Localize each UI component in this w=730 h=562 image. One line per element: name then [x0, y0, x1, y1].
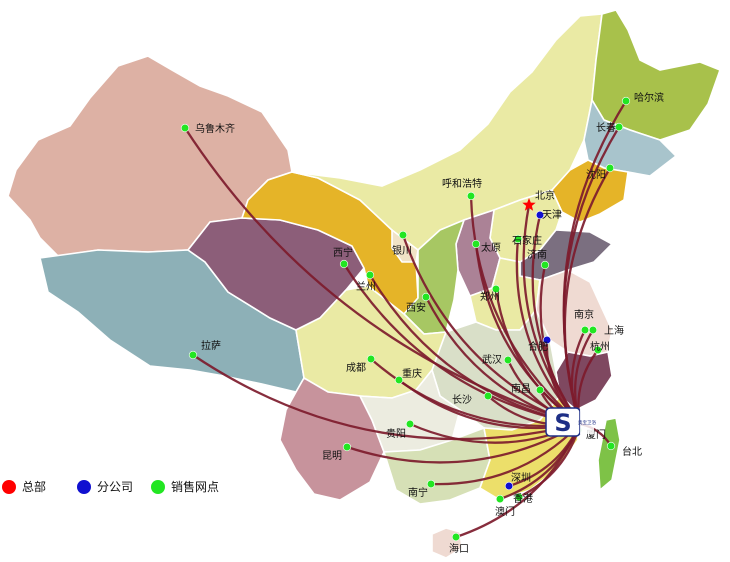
label-hefei: 合肥	[528, 340, 548, 353]
label-xian: 西安	[406, 301, 426, 314]
marker-wulumuqi	[180, 123, 190, 133]
label-haerbin: 哈尔滨	[634, 91, 664, 104]
label-chongqing: 重庆	[402, 367, 422, 380]
marker-chengdu	[366, 354, 376, 364]
marker-hangzhou	[593, 345, 603, 355]
label-aomen: 澳门	[495, 505, 515, 518]
route-lasa	[192, 354, 581, 441]
marker-haikou	[451, 532, 461, 542]
marker-nanning	[426, 479, 436, 489]
label-nanjing: 南京	[574, 308, 594, 321]
label-shijiazhuang: 石家庄	[512, 234, 542, 247]
region-taiwan	[597, 417, 621, 492]
route-wulumuqi	[184, 127, 581, 426]
marker-tianjin	[535, 210, 545, 220]
marker-wuhan	[503, 355, 513, 365]
legend-label-branch: 分公司	[97, 480, 133, 494]
region-heilongjiang	[591, 9, 722, 141]
marker-haerbin	[621, 96, 631, 106]
marker-chongqing	[394, 375, 404, 385]
logo-glyph: S	[554, 409, 571, 437]
marker-shenzhen	[504, 481, 514, 491]
route-haikou	[455, 423, 582, 539]
label-taiyuan: 太原	[481, 241, 501, 254]
marker-changsha	[483, 391, 493, 401]
legend-dot-branch	[77, 480, 91, 494]
legend-label-headquarters: 总部	[22, 479, 46, 494]
label-changsha: 长沙	[452, 394, 472, 406]
route-jinan	[539, 264, 581, 425]
marker-shenyang	[605, 163, 615, 173]
label-huhehaote: 呼和浩特	[442, 178, 482, 190]
route-nanning	[430, 423, 581, 486]
label-nanning: 南宁	[408, 486, 428, 499]
marker-nanjing	[580, 325, 590, 335]
label-nanchang: 南昌	[511, 382, 531, 395]
marker-shanghai	[588, 325, 598, 335]
route-huhehaote	[469, 195, 581, 425]
label-wulumuqi: 乌鲁木齐	[195, 122, 235, 135]
marker-zhengzhou	[491, 284, 501, 294]
label-chengdu: 成都	[346, 362, 366, 374]
label-changchun: 长春	[596, 122, 616, 134]
label-shenzhen: 深圳	[511, 472, 531, 484]
marker-changchun	[614, 122, 624, 132]
label-hangzhou: 杭州	[590, 340, 610, 353]
label-beijing: 北京	[535, 189, 555, 202]
label-xianggang: 香港	[513, 493, 533, 505]
marker-xining	[339, 259, 349, 269]
marker-taibei	[606, 441, 616, 451]
label-tianjin: 天津	[542, 209, 562, 221]
marker-xianggang	[514, 492, 524, 502]
marker-beijing-star-icon	[522, 198, 536, 211]
legend-dot-sales-point	[151, 480, 165, 494]
label-zhengzhou: 郑州	[480, 290, 500, 303]
marker-shijiazhuang	[513, 234, 523, 244]
label-jinan: 济南	[527, 248, 547, 261]
marker-kunming	[342, 442, 352, 452]
legend-label-sales-point: 销售网点	[171, 479, 219, 494]
label-yinchuan: 银川	[392, 244, 412, 257]
label-guiyang: 贵阳	[386, 427, 406, 440]
map-legend: 总部 分公司 销售网点	[2, 479, 219, 494]
marker-guiyang	[405, 419, 415, 429]
region-yunnan	[279, 376, 385, 501]
marker-xian	[421, 292, 431, 302]
marker-huhehaote	[466, 191, 476, 201]
route-kunming	[346, 422, 581, 464]
label-shanghai: 上海	[604, 324, 624, 337]
label-lasa: 拉萨	[201, 339, 221, 352]
label-lanzhou: 兰州	[356, 280, 376, 293]
legend-dot-headquarters	[2, 480, 16, 494]
label-shenyang: 沈阳	[586, 168, 606, 181]
logo-caption: 奥宝卫浴	[578, 419, 596, 426]
marker-yinchuan	[398, 230, 408, 240]
logo-caption-bg	[580, 410, 594, 434]
label-taibei: 台北	[622, 445, 642, 458]
marker-hefei	[542, 335, 552, 345]
marker-lasa	[188, 350, 198, 360]
province-regions	[7, 9, 722, 559]
marker-lanzhou	[365, 270, 375, 280]
company-logo: S 奥宝卫浴	[545, 407, 596, 437]
label-kunming: 昆明	[322, 450, 342, 462]
city-markers	[180, 96, 631, 542]
region-shaanxi	[402, 218, 466, 335]
label-xining: 西宁	[333, 246, 353, 259]
region-guizhou	[358, 368, 461, 453]
marker-taiyuan	[471, 239, 481, 249]
label-wuhan: 武汉	[482, 353, 502, 366]
marker-jinan	[540, 260, 550, 270]
marker-nanchang	[535, 385, 545, 395]
marker-aomen	[495, 494, 505, 504]
label-haikou: 海口	[449, 542, 469, 555]
